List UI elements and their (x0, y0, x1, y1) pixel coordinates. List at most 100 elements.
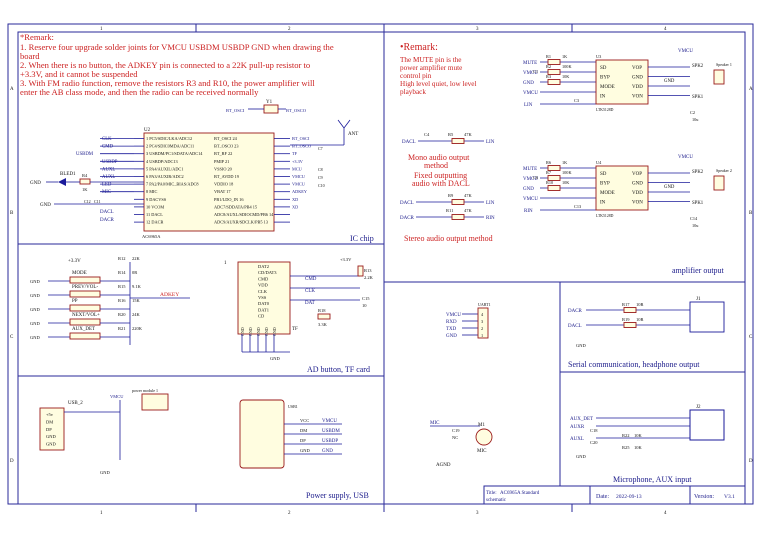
amp-left-pin: BYP (600, 182, 610, 187)
ad-button-gnd: GND (30, 307, 40, 312)
amp-res-val: 1K (562, 54, 568, 59)
amp-net-in: GND (523, 81, 534, 86)
ic-left-pin: 9 DACVSS (146, 197, 167, 202)
amp-right-pin: GND (632, 182, 643, 187)
row-label-a-right: A (749, 87, 753, 92)
amp-out-net: SPK1 (692, 201, 704, 206)
amp-right-pin: VON (632, 201, 643, 206)
tf-bottom-pin: GND (240, 327, 245, 336)
ic-right-net: VMCU (292, 174, 306, 179)
crystal-ref: Y1 (266, 100, 273, 105)
amp-left-pin: MODE (600, 85, 615, 90)
crystal-y1 (263, 104, 279, 114)
row-label-d-right: D (749, 459, 753, 464)
ic-right-pin: PMIP 21 (214, 159, 229, 164)
uart-header-label: UART1 (478, 302, 491, 307)
ic-right-pin: BT_OSCI 24 (214, 136, 238, 141)
amp-net-in: VMCU (523, 91, 538, 96)
mic-cap: C19 (452, 428, 460, 433)
col-label-3-bottom: 3 (476, 511, 479, 516)
tf-cap: C15 (362, 296, 370, 301)
headphone-jack (689, 301, 725, 333)
tf-res-r18-ref: R18 (318, 308, 326, 313)
cap-c7: C7 (318, 146, 323, 151)
ic-left-pin: 6 PA3/AUXIR/ADC2 (146, 174, 184, 179)
ad-button-switch[interactable] (69, 304, 101, 312)
amp-right-pin: VON (632, 95, 643, 100)
remark-right-line-5: playback (400, 88, 426, 96)
ic-right-pin: VBAT 17 (214, 189, 231, 194)
tf-res-r13-val: 2.2K (364, 275, 374, 280)
row-label-b: B (10, 211, 14, 216)
serial-pin: 2 (481, 326, 483, 331)
tf-cap-val: 10 (362, 303, 367, 308)
led-resistor (79, 178, 91, 185)
amp-out-net: SPK1 (692, 95, 704, 100)
ad-button-label: NEXT/VOL+ (72, 313, 100, 318)
aux-cap-c20: C20 (590, 440, 598, 445)
tf-supply: +3.3V (340, 257, 352, 262)
usb-net: VMCU (322, 419, 337, 424)
tf-bottom-pin: GND (264, 327, 269, 336)
amp-res-val: 100K (562, 170, 572, 175)
usb-pin: DM (46, 419, 53, 424)
col-label-4-bottom: 4 (664, 511, 667, 516)
ic-left-net: USBDP (102, 160, 118, 165)
ic-left-pin: 5 PA4/AUXIL/ADC1 (146, 166, 183, 171)
stereo-title: Stereo audio output method (404, 234, 493, 243)
tf-pin: VDD (258, 283, 268, 288)
version-label: Version: (694, 494, 714, 500)
mic-group: MIC C19 NC M1 MIC AGND (430, 421, 493, 468)
ic-gnd-label: GND (40, 203, 51, 208)
amp-res-ref: R7 (546, 170, 552, 175)
antenna-symbol (337, 119, 351, 145)
amp-ic-ref: U3 (596, 54, 601, 59)
ic-right-net: ADKEY (292, 189, 307, 194)
section-mic-aux (559, 371, 746, 487)
usb-pin: GND (46, 442, 56, 447)
ic-left-pin: 1 PC5/SDIC/LKA/ADC12 (146, 136, 192, 141)
remark-right-line-4: High level quiet, low level (400, 80, 476, 88)
amp-left-pin: IN (600, 201, 606, 206)
ic-left-pin: 3 USBDM/PC1/SDATA/ADC14 (146, 151, 203, 156)
section-power-usb (17, 375, 385, 505)
amp-resistor (547, 79, 561, 85)
col-label-2: 2 (288, 27, 291, 32)
amp-res-val: 1K (562, 160, 568, 165)
mono-note-1: Fixed outputting (414, 171, 467, 180)
ic-right-pin: VSSIO 20 (214, 166, 232, 171)
amp-supply: VMCU (678, 155, 693, 160)
mono-net-in: DACL (402, 140, 416, 145)
row-label-a: A (10, 87, 14, 92)
remark-right-line-2: power amplifier mute (400, 64, 462, 72)
version-value: V3.1 (724, 494, 735, 500)
tf-pin: CD (258, 314, 265, 319)
ic-left-pin: 4 USBDP/ADC13 (146, 159, 178, 164)
remarks-right: •Remark: The MUTE pin is the power ampli… (400, 42, 476, 96)
hp-res-r19-val: 10R (636, 317, 644, 322)
tf-bottom-pin: GND (272, 327, 277, 336)
aux-gnd: GND (576, 454, 586, 459)
usb-ref: USB_2 (68, 401, 83, 406)
amp-res-ref: R1 (546, 54, 551, 59)
speaker-connector (713, 69, 725, 85)
ad-button-gnd: GND (30, 293, 40, 298)
ic-right-net: XD (292, 204, 298, 209)
tf-pin: DAT0 (258, 301, 270, 306)
ad-button-switch[interactable] (69, 290, 101, 298)
ad-button-switch[interactable] (69, 276, 101, 284)
ad-res-ref: R12 (118, 256, 126, 261)
mic-gnd: AGND (436, 463, 451, 468)
mono-res (451, 138, 465, 144)
usb-net: GND (322, 449, 333, 454)
ad-button-switch[interactable] (69, 318, 101, 326)
remark-right-line-3: control pin (400, 72, 432, 80)
amp-left-pin: MODE (600, 191, 615, 196)
ad-button-switch[interactable] (69, 332, 101, 340)
ad-button-label: MODE (72, 271, 87, 276)
tf-net-cmd: CMD (305, 277, 317, 282)
